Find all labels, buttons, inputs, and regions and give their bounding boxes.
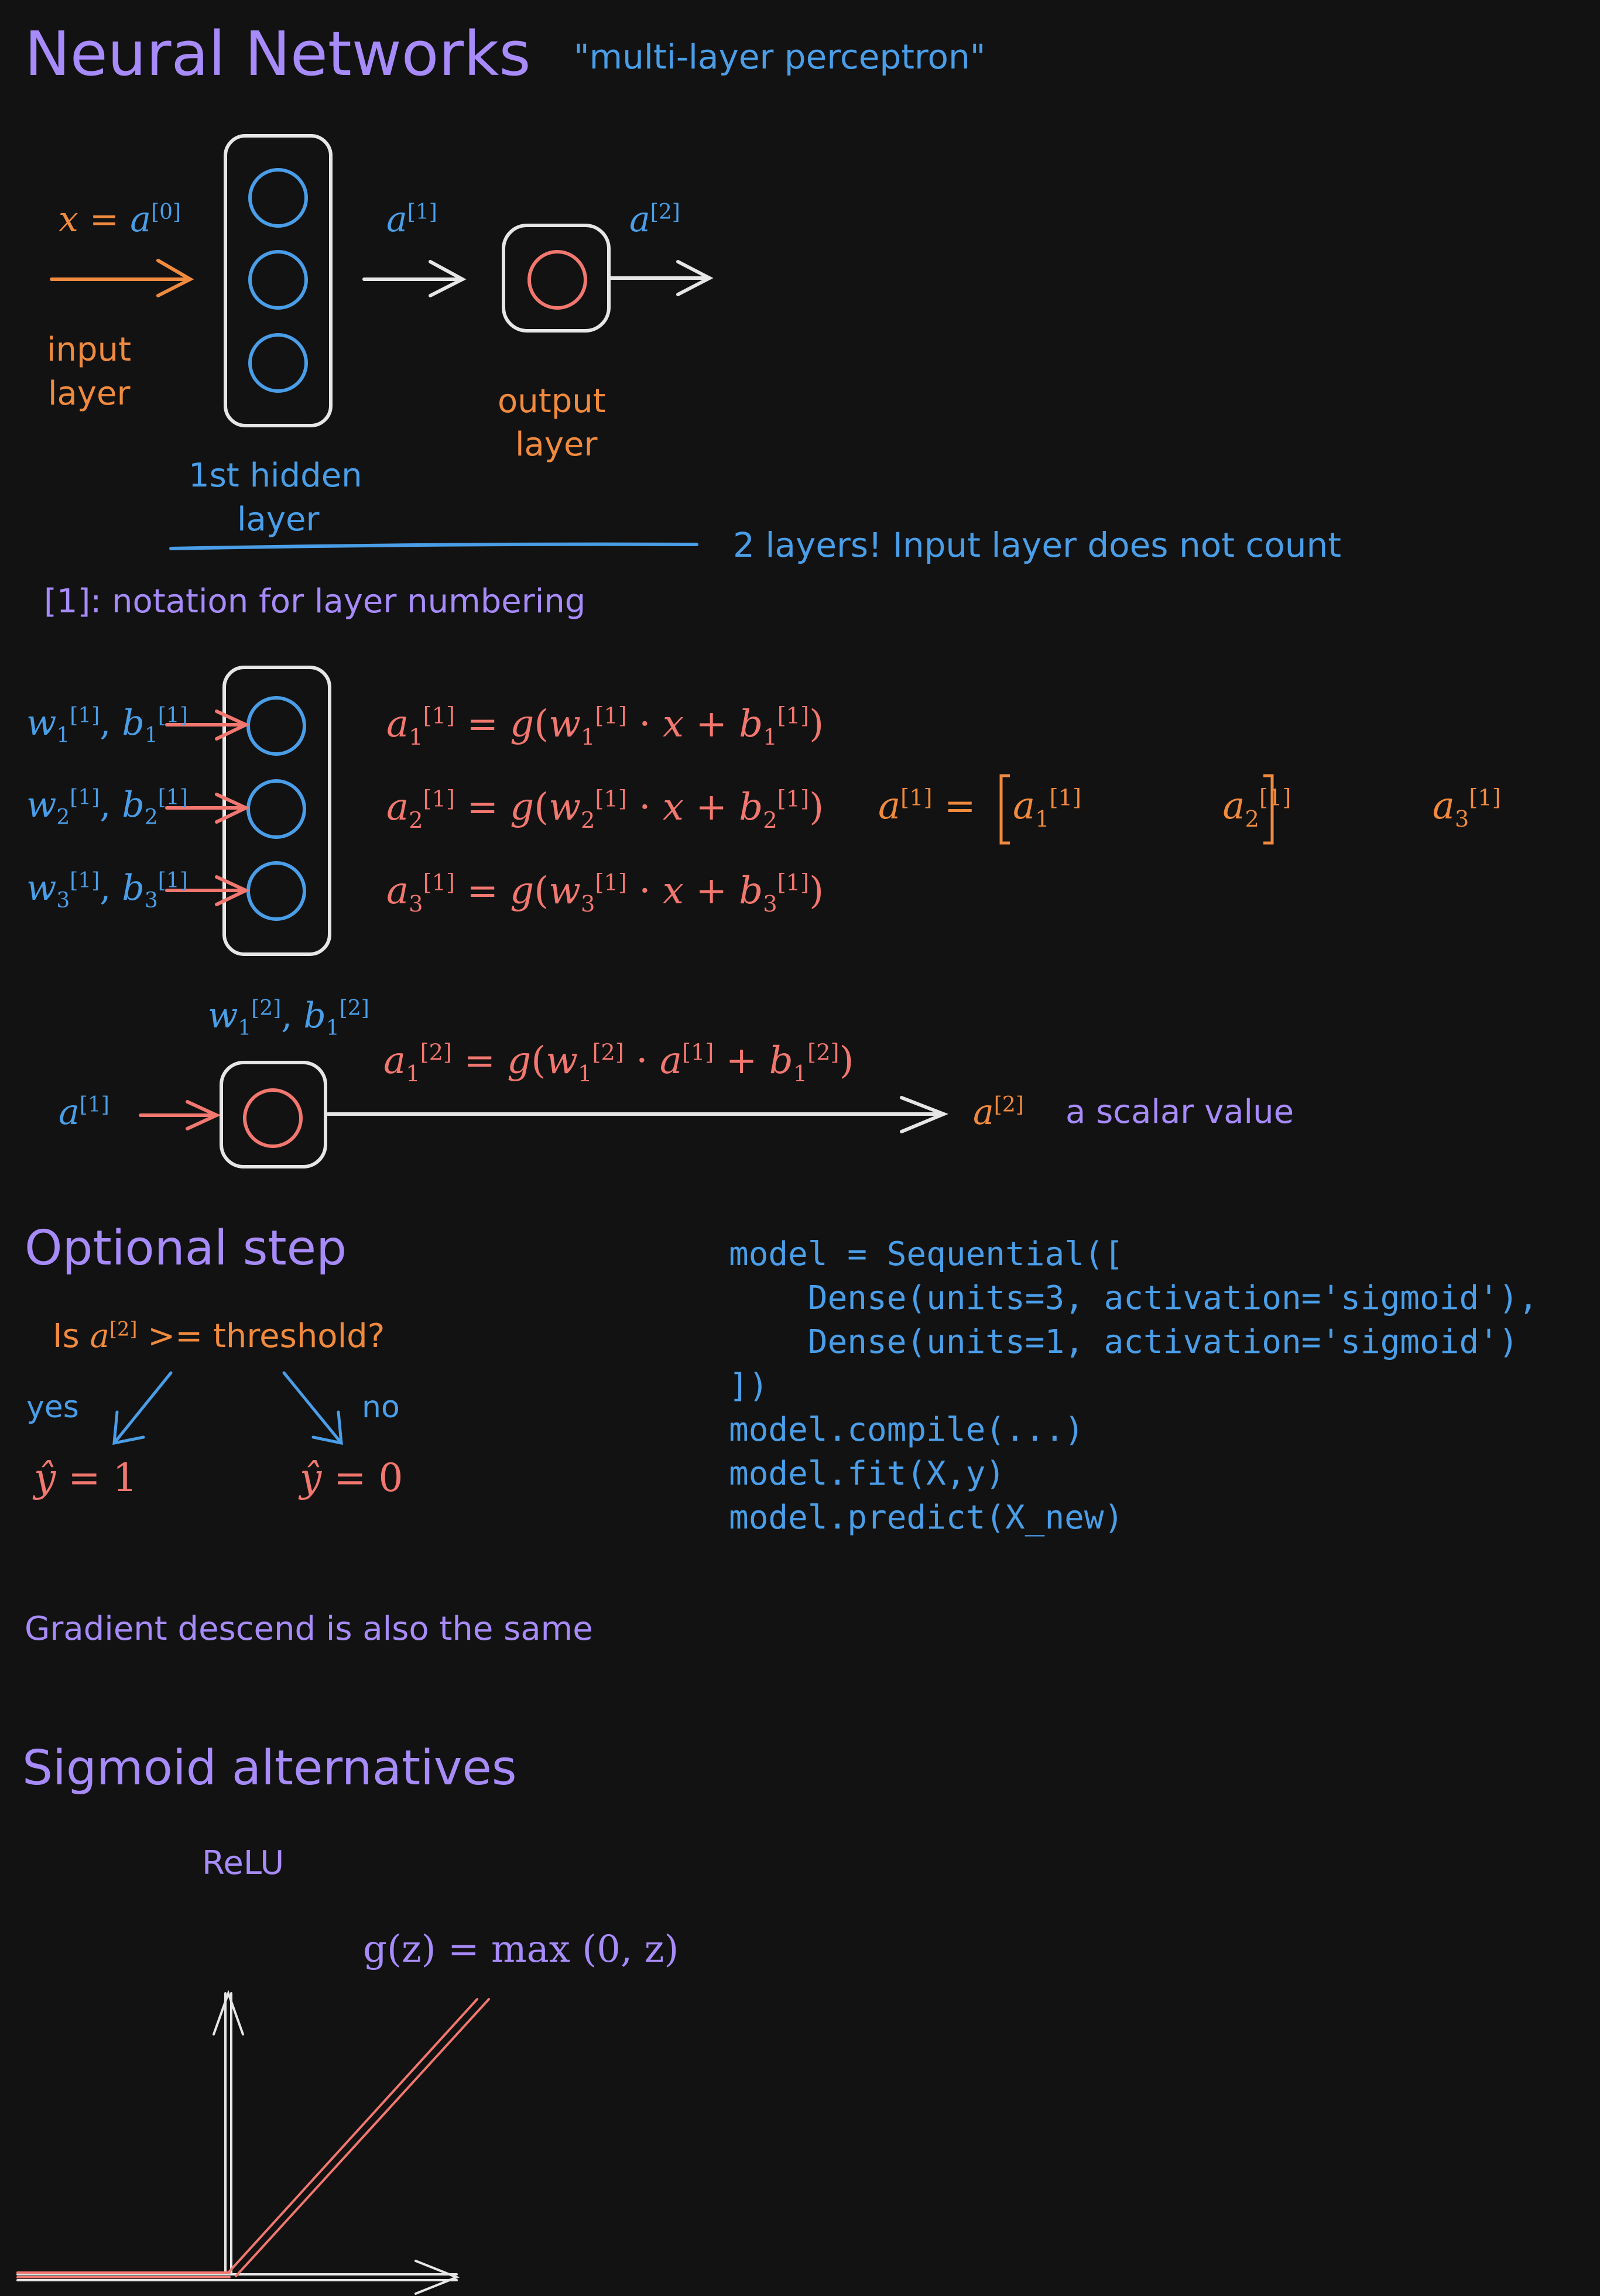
weight-label-3: w3[1], b3[1] (26, 868, 188, 913)
output-layer-label-2: layer (515, 426, 598, 464)
page-title: Neural Networks (25, 18, 531, 90)
vector-a1-definition: a[1] = (878, 784, 976, 828)
equation-neuron-1: a1[1] = g(w1[1] · x + b1[1]) (386, 702, 824, 751)
code-line-3: Dense(units=1, activation='sigmoid') (729, 1323, 1519, 1361)
vector-element-1: a1[1] (1013, 784, 1081, 832)
vector-element-2: a2[1] (1222, 784, 1291, 832)
equation-neuron-3: a3[1] = g(w3[1] · x + b3[1]) (386, 869, 824, 917)
scalar-value-note: a scalar value (1065, 1093, 1294, 1131)
weight-arrow-2 (165, 793, 251, 824)
no-arrow (282, 1371, 343, 1445)
output-layer-label-1: output (498, 382, 606, 420)
threshold-question: Is a[2] >= threshold? (53, 1317, 385, 1355)
relu-label: ReLU (202, 1844, 285, 1882)
page-subtitle: "multi-layer perceptron" (574, 37, 986, 77)
hidden-layer-label-2: layer (237, 501, 320, 539)
hidden-to-output-arrow (362, 260, 467, 297)
input-arrow (50, 259, 194, 297)
yes-label: yes (26, 1390, 79, 1425)
code-line-4: ]) (729, 1367, 769, 1405)
weight-arrow-1 (165, 710, 251, 741)
sigmoid-alternatives-heading: Sigmoid alternatives (22, 1740, 517, 1796)
vector-a1-elements: a1[1] a2[1] a3[1] (1013, 784, 1501, 832)
detail-neuron-1 (246, 696, 306, 756)
x-equals-a0: x = a[0] (59, 199, 181, 240)
relu-equation: g(z) = max (0, z) (363, 1928, 679, 1971)
layer2-box (220, 1061, 327, 1168)
layer2-equation: a1[2] = g(w1[2] · a[1] + b1[2]) (383, 1039, 854, 1087)
layer2-neuron (243, 1088, 303, 1148)
layers-underline (169, 542, 698, 550)
layers-count-note: 2 layers! Input layer does not count (733, 525, 1342, 565)
optional-step-heading: Optional step (25, 1221, 347, 1276)
notation-note: [1]: notation for layer numbering (44, 582, 586, 621)
y-hat-0: ŷ = 0 (300, 1455, 403, 1500)
vector-element-3: a3[1] (1432, 784, 1501, 832)
a2-output-label: a[2] (973, 1092, 1024, 1133)
detail-hidden-box (222, 666, 331, 956)
code-line-6: model.fit(X,y) (729, 1455, 1006, 1493)
layer2-output-arrow (326, 1096, 949, 1133)
code-line-7: model.predict(X_new) (729, 1499, 1124, 1537)
layer2-input-arrow (139, 1100, 221, 1130)
detail-neuron-3 (246, 861, 306, 921)
input-layer-label-2: layer (48, 375, 131, 413)
detail-neuron-2 (246, 779, 306, 839)
output-neuron (527, 250, 587, 310)
y-hat-1: ŷ = 1 (34, 1455, 138, 1500)
relu-curve (16, 1998, 490, 2278)
relu-axes (16, 1990, 460, 2295)
output-arrow (607, 260, 714, 296)
equation-neuron-2: a2[1] = g(w2[1] · x + b2[1]) (386, 786, 824, 834)
a2-label-top: a[2] (629, 199, 680, 240)
gradient-descent-note: Gradient descend is also the same (25, 1610, 593, 1648)
no-label: no (362, 1390, 400, 1425)
hidden-neuron-1 (248, 168, 308, 228)
hidden-neuron-3 (248, 333, 308, 393)
layer2-weight-label: w1[2], b1[2] (208, 995, 369, 1040)
code-line-2: Dense(units=3, activation='sigmoid'), (729, 1279, 1539, 1317)
layer2-input-label: a[1] (59, 1092, 109, 1133)
code-line-5: model.compile(...) (729, 1411, 1084, 1449)
hidden-layer-label-1: 1st hidden (189, 457, 362, 495)
a1-label-top: a[1] (386, 199, 437, 240)
weight-arrow-3 (165, 875, 251, 906)
code-line-1: model = Sequential([ (729, 1235, 1124, 1273)
output-layer-box (502, 224, 611, 333)
input-layer-label-1: input (47, 331, 132, 369)
weight-label-2: w2[1], b2[1] (26, 784, 188, 830)
vector-bracket (999, 774, 1274, 845)
weight-label-1: w1[1], b1[1] (26, 702, 188, 748)
hidden-neuron-2 (248, 250, 308, 310)
yes-arrow (112, 1371, 173, 1445)
hidden-layer-box (224, 134, 333, 427)
